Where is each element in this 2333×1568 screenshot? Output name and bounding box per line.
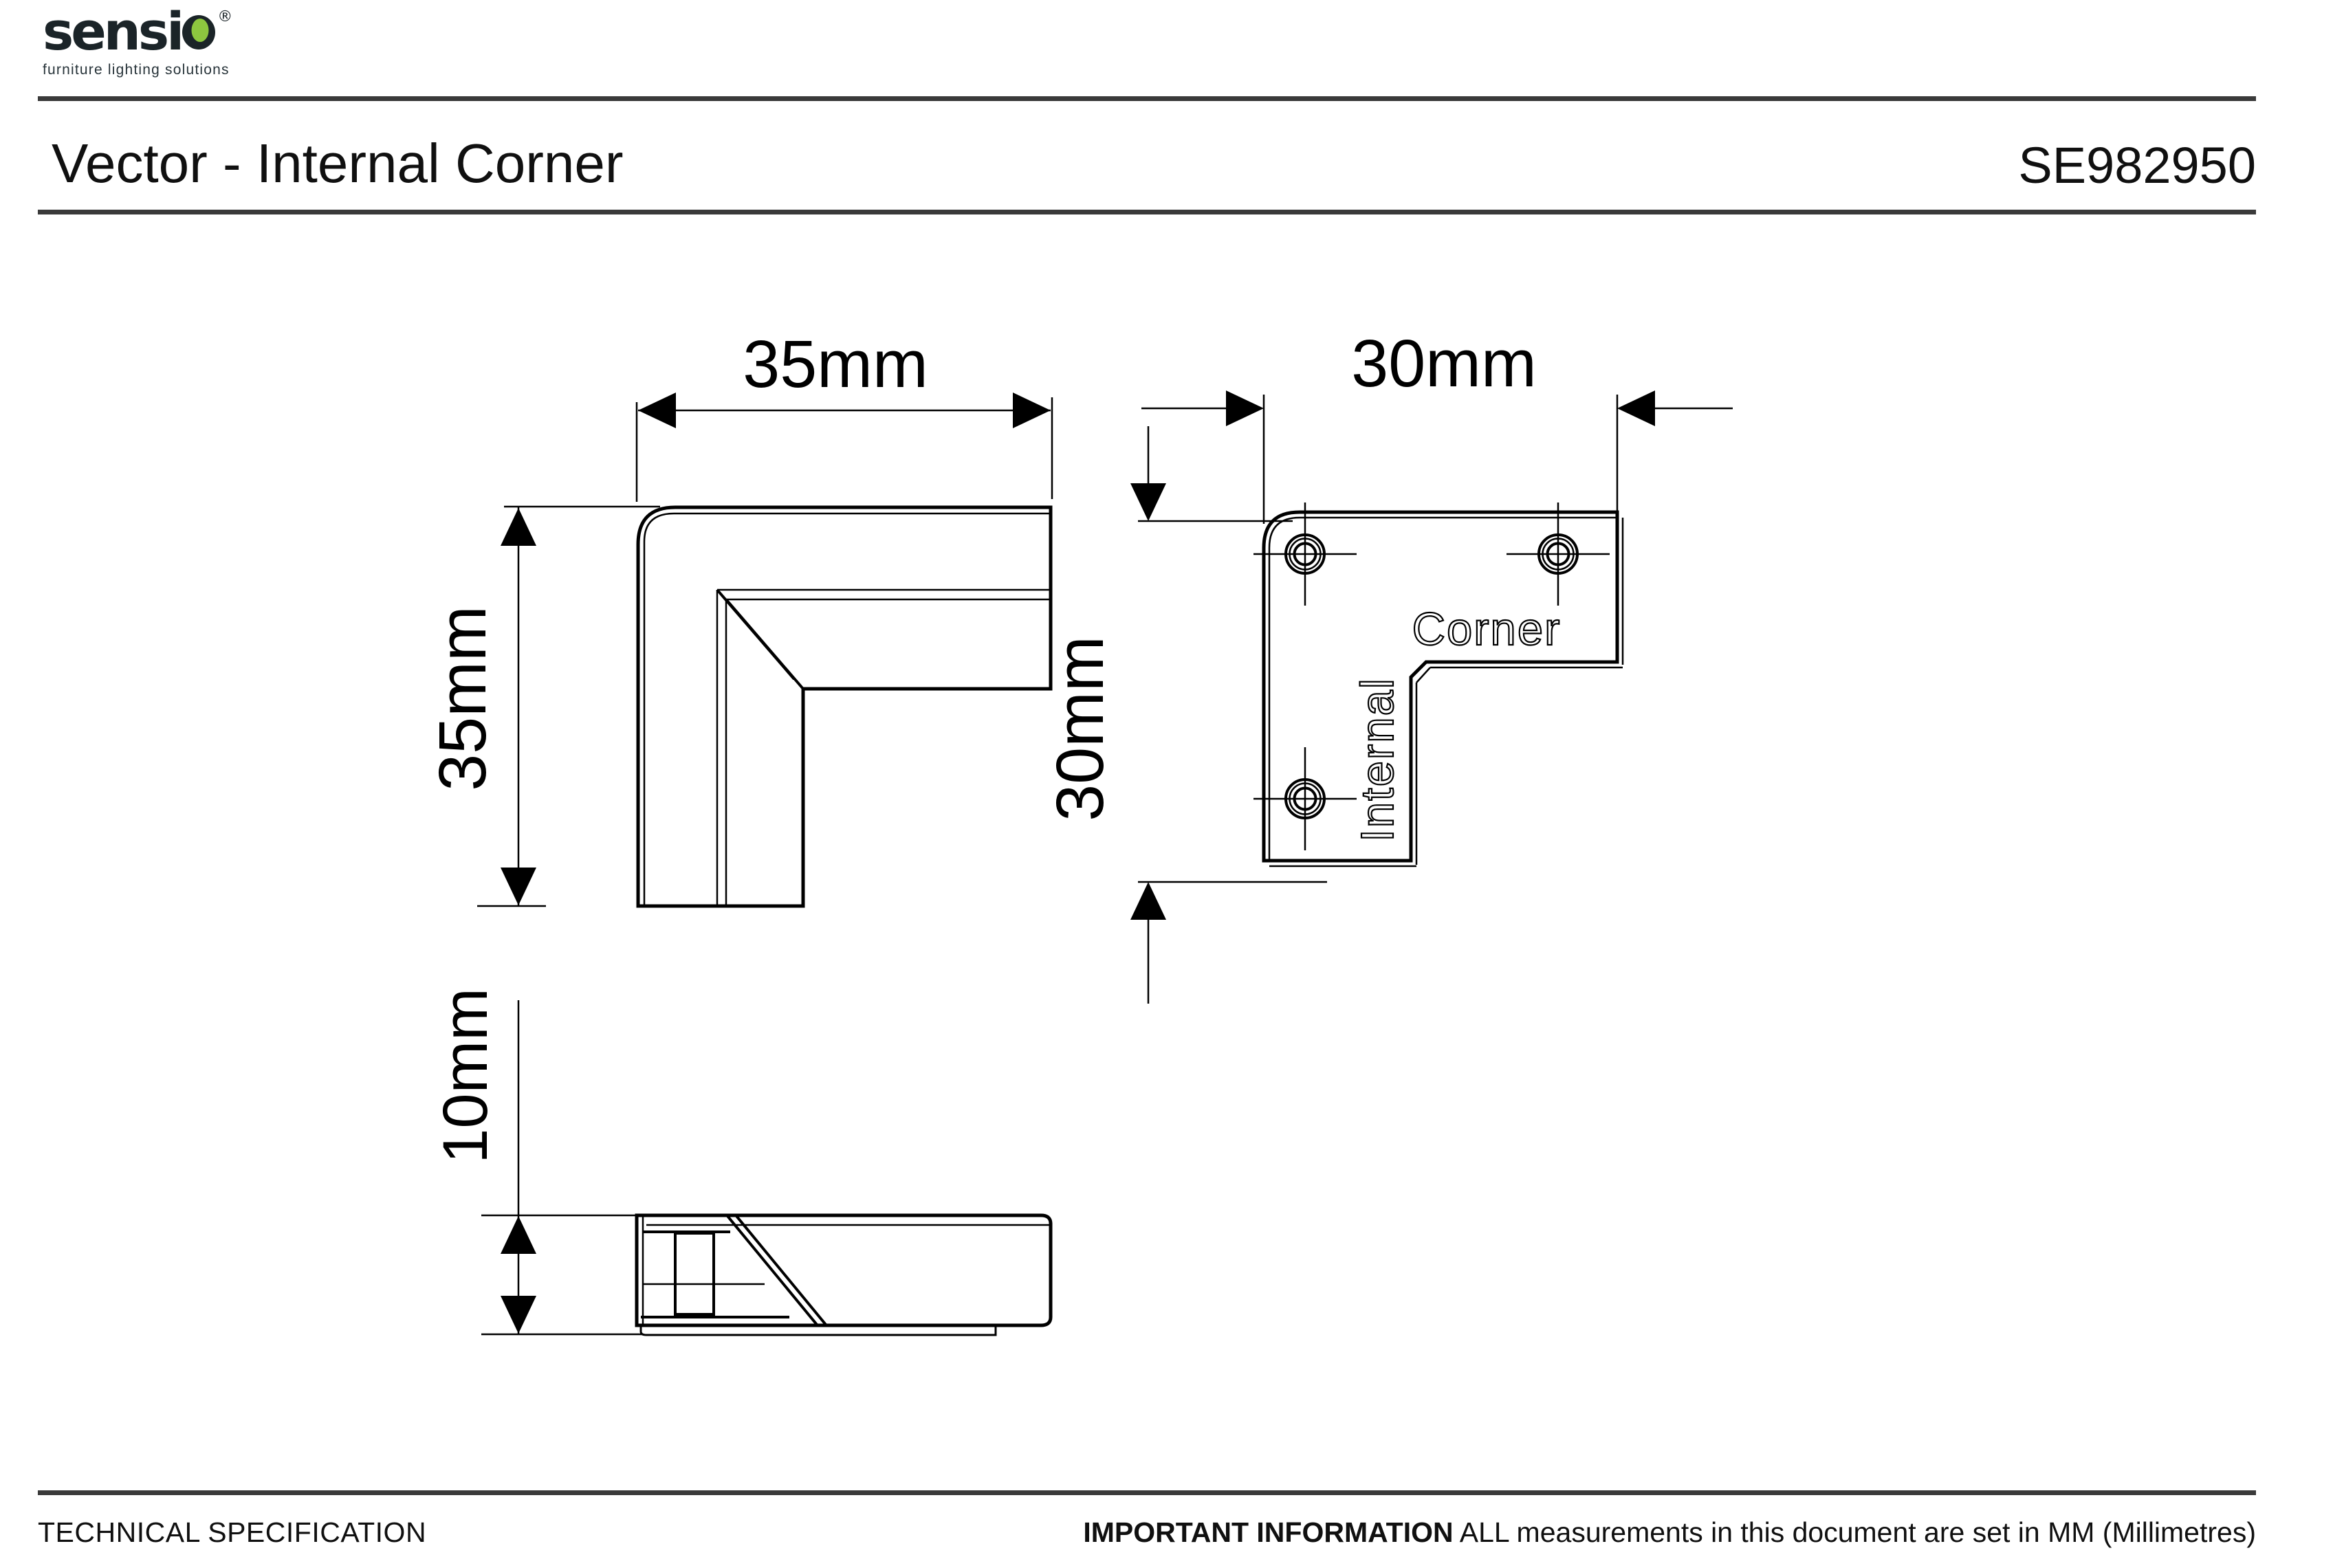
plan-view-shadow-chamfer	[1416, 667, 1431, 683]
screw-hole-top-left	[1253, 503, 1357, 606]
footer-important-information: IMPORTANT INFORMATION ALL measurements i…	[1083, 1516, 2256, 1549]
arrow-left-icon	[1617, 390, 1655, 426]
screw-hole-top-right	[1507, 503, 1610, 606]
arrow-up-icon	[1130, 882, 1166, 920]
plan-view-width-dimension: 30mm	[1141, 326, 1733, 524]
arrow-left-icon	[638, 393, 676, 428]
side-view-outline	[635, 1213, 1053, 1327]
footer-important-text: ALL measurements in this document are se…	[1453, 1516, 2256, 1548]
product-code: SE982950	[2018, 137, 2256, 194]
arrow-down-icon	[501, 1296, 536, 1334]
side-view: 10mm	[430, 988, 1053, 1336]
plan-view-face-top	[1268, 516, 1617, 549]
logo-tagline: furniture lighting solutions	[43, 62, 230, 78]
engraved-corner-label: Corner	[1412, 604, 1562, 655]
logo-o-icon	[182, 15, 216, 49]
side-view-clip	[674, 1232, 715, 1316]
front-view-mitre-line-2	[725, 598, 804, 690]
plan-view-outline	[1262, 510, 1619, 863]
engraved-internal-label: Internal	[1352, 677, 1403, 841]
plan-view: Corner Internal 30mm 30mm	[1042, 326, 1733, 1004]
plan-view-height-dimension: 30mm	[1042, 426, 1327, 1004]
front-view-face-line-top	[643, 512, 1051, 542]
front-view: 35mm 35mm	[425, 327, 1053, 908]
plan-width-label: 30mm	[1351, 326, 1537, 401]
arrow-up-icon	[501, 508, 536, 546]
side-view-mitre-line-1	[726, 1215, 818, 1326]
sensio-logo: sensi ® furniture lighting solutions	[43, 5, 232, 78]
front-view-height-dimension: 35mm	[425, 505, 660, 907]
side-height-label: 10mm	[430, 988, 501, 1164]
screw-hole-bottom-left	[1253, 747, 1357, 850]
side-view-height-dimension: 10mm	[430, 988, 643, 1336]
arrow-right-icon	[1013, 393, 1051, 428]
side-view-bottom-lip	[639, 1326, 997, 1336]
header-rule-bottom	[38, 210, 2256, 214]
registered-mark: ®	[217, 8, 233, 25]
arrow-right-icon	[1226, 390, 1264, 426]
front-view-outline	[636, 505, 1053, 908]
logo-brand-text: sensi	[43, 1, 184, 62]
footer-rule	[38, 1490, 2256, 1495]
front-view-width-dimension: 35mm	[635, 327, 1053, 502]
front-height-label: 35mm	[425, 606, 500, 791]
arrow-down-icon	[501, 868, 536, 905]
header-rule-top	[38, 96, 2256, 101]
footer-section-title: TECHNICAL SPECIFICATION	[38, 1516, 427, 1548]
front-width-label: 35mm	[743, 327, 928, 401]
plan-height-label: 30mm	[1042, 636, 1117, 821]
side-view-mitre-line-2	[735, 1215, 827, 1326]
arrow-up-icon	[501, 1216, 536, 1254]
page-title: Vector - Internal Corner	[52, 133, 624, 194]
footer-important-label: IMPORTANT INFORMATION	[1083, 1516, 1454, 1548]
arrow-down-icon	[1130, 483, 1166, 521]
